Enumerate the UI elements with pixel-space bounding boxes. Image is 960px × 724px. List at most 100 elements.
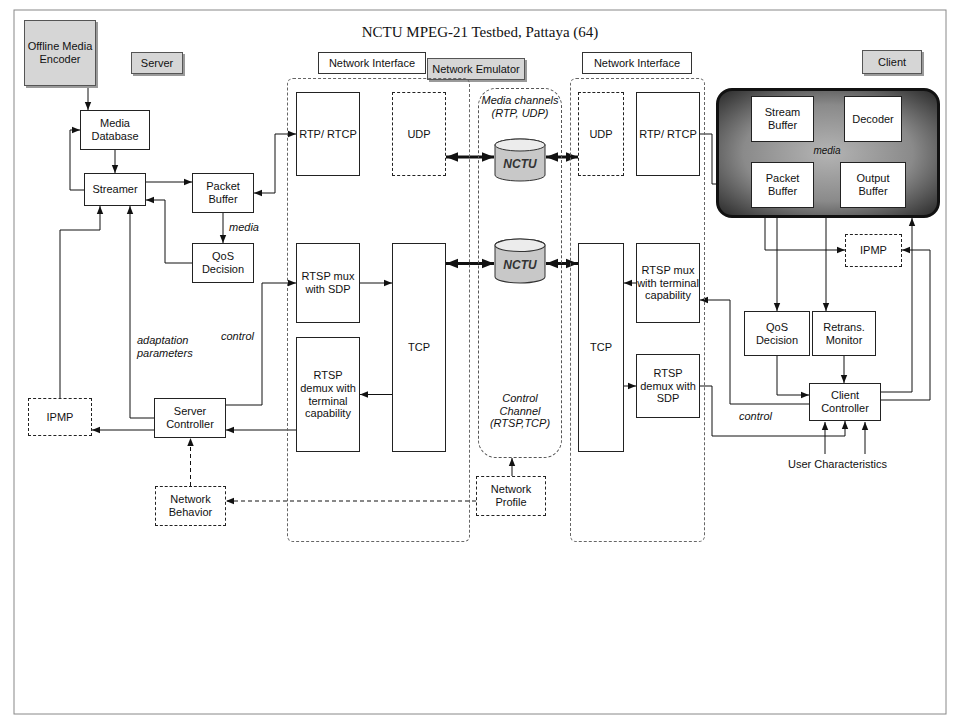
connector (92, 430, 154, 431)
region-label: Network Interface (582, 52, 692, 74)
box-label: Decoder (852, 113, 894, 126)
box-label: Client (878, 56, 906, 69)
box-label: RTSP demux with SDP (637, 367, 699, 405)
box-label: Offline Media Encoder (25, 40, 95, 65)
connector (777, 218, 778, 311)
connector (88, 86, 89, 110)
buffer-box: Packet Buffer (751, 162, 814, 208)
connector-label: media (228, 221, 260, 234)
controller-box: Client Controller (809, 383, 881, 421)
connector (546, 156, 578, 159)
connector-label: control (220, 330, 255, 343)
box-label: NCTU (503, 149, 536, 172)
ipmp-box: IPMP (28, 398, 92, 436)
buffer-box: Stream Buffer (751, 96, 814, 142)
connector (700, 300, 809, 404)
connector (130, 206, 154, 418)
protocol-box: RTSP demux with terminal capability (296, 337, 360, 452)
connector (146, 182, 192, 183)
input-label: User Characteristics (788, 458, 887, 471)
connector-label: control (738, 410, 773, 423)
connector (360, 394, 392, 395)
box-label: QoS Decision (745, 321, 809, 346)
box-label: TCP (408, 341, 430, 354)
decision-box: QoS Decision (192, 243, 254, 283)
buffer-box: Output Buffer (840, 162, 906, 208)
ipmp-box: IPMP (845, 234, 902, 267)
box-label: NCTU (503, 250, 536, 273)
protocol-box: TCP (578, 243, 624, 452)
region-label: media (811, 145, 843, 157)
connector (223, 213, 224, 243)
box-label: IPMP (47, 411, 74, 424)
interface-region: Network InterfaceUDPRTP/ RTCPTCPRTSP mux… (570, 78, 705, 542)
encoder-box: Offline Media Encoder (24, 20, 96, 86)
box-label: Stream Buffer (752, 106, 813, 131)
connector-label: adaptation parameters (136, 334, 200, 359)
connector (146, 200, 192, 263)
controller-box: Server Controller (154, 398, 226, 438)
connector (60, 206, 100, 398)
protocol-box: RTSP mux with terminal capability (636, 243, 700, 323)
connector (512, 458, 513, 476)
box-label: Packet Buffer (193, 180, 253, 205)
cylinder-top (495, 139, 545, 151)
connector (226, 430, 296, 431)
box-label: QoS Decision (193, 250, 253, 275)
box-label: Media Database (81, 117, 149, 142)
box-label: UDP (407, 128, 430, 141)
behavior-box: Network Behavior (155, 486, 226, 526)
input-arrow (825, 422, 826, 454)
channel-cylinder: NCTU (494, 138, 546, 182)
protocol-box: TCP (392, 243, 446, 452)
section-tag: Client (862, 50, 922, 74)
connector (115, 150, 116, 173)
box-label: Network Profile (477, 483, 545, 508)
interface-region: Network InterfaceRTP/ RTCPUDPRTSP mux wi… (287, 78, 470, 542)
connector (546, 262, 578, 265)
cylinder-body (495, 239, 545, 283)
box-label: Client Controller (810, 389, 880, 414)
connector (190, 438, 191, 486)
box-label: RTP/ RTCP (639, 128, 697, 141)
box-label: RTP/ RTCP (299, 128, 357, 141)
protocol-box: UDP (392, 92, 446, 176)
protocol-box: RTSP mux with SDP (296, 243, 360, 323)
cylinder-body (495, 139, 545, 181)
box-label: RTSP demux with terminal capability (297, 369, 359, 420)
box-label: Server (141, 57, 173, 70)
box-label: IPMP (860, 244, 887, 257)
protocol-box: RTP/ RTCP (296, 92, 360, 176)
decoder-box: Decoder (844, 96, 902, 142)
box-label: RTSP mux with SDP (297, 270, 359, 295)
box-label: TCP (590, 341, 612, 354)
box-label: Network Behavior (156, 493, 225, 518)
buffer-box: Packet Buffer (192, 173, 254, 213)
box-label: Streamer (92, 183, 137, 196)
input-arrow (865, 422, 866, 454)
connector (777, 356, 809, 395)
box-label: RTSP mux with terminal capability (637, 264, 699, 302)
section-tag: Server (131, 52, 183, 74)
connector (881, 250, 930, 400)
connector (624, 283, 636, 284)
connector (360, 283, 392, 284)
outer-frame (14, 10, 946, 714)
connector (624, 386, 636, 387)
box-label: Packet Buffer (752, 172, 813, 197)
region-label: Control Channel (RTSP,TCP) (481, 392, 559, 430)
channel-cylinder: NCTU (494, 238, 546, 284)
connector (254, 134, 296, 193)
box-label: Retrans. Monitor (813, 321, 875, 346)
box-label: Server Controller (155, 405, 225, 430)
protocol-box: RTP/ RTCP (636, 92, 700, 176)
diagram-title: NCTU MPEG-21 Testbed, Pattaya (64) (0, 24, 960, 41)
decision-box: QoS Decision (744, 311, 810, 356)
region-label: Network Interface (318, 52, 426, 74)
protocol-box: RTSP demux with SDP (636, 354, 700, 418)
process-box: Streamer (84, 173, 146, 206)
region-label: Media channels (RTP, UDP) (481, 94, 559, 119)
box-label: UDP (589, 128, 612, 141)
connector (826, 218, 827, 311)
profile-box: Network Profile (476, 476, 546, 516)
